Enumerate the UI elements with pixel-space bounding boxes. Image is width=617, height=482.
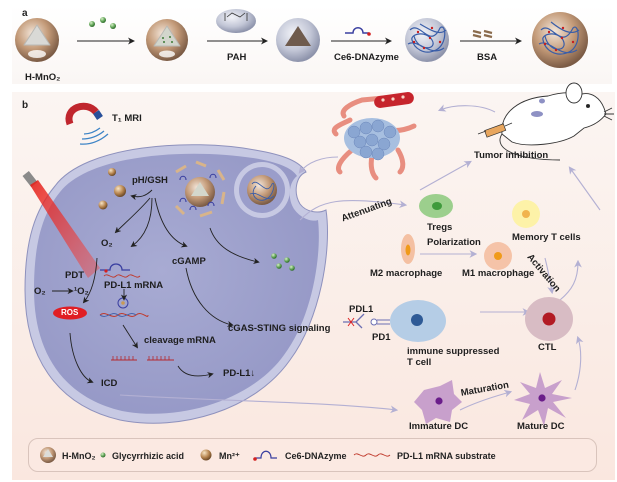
dnazyme-loaded-nanoparticle [405, 18, 449, 62]
immature-dc-cell [414, 380, 462, 424]
legend-label-glycyrrhizic-acid: Glycyrrhizic acid [112, 451, 185, 461]
ce6-dnazyme-icon [253, 450, 277, 461]
cleavage-mrna-label: cleavage mRNA [144, 335, 216, 346]
h-mno2-particle [15, 18, 59, 62]
pdl1-pd1-receptor [343, 313, 390, 329]
t1-mri-label: T₁ MRI [112, 113, 142, 124]
pah-polymer-icon [216, 9, 256, 33]
cgas-sting-label: cGAS-STING signaling [228, 323, 331, 334]
immune-suppressed-t-cell [390, 300, 446, 342]
m1-macrophage-cell [484, 242, 512, 270]
m2-macrophage-label: M2 macrophage [370, 268, 443, 279]
bsa-protein-icon [472, 29, 493, 39]
tumor-tissue [331, 92, 417, 181]
glycyrrhizic-acid-icon [100, 452, 106, 458]
cleaved-mrna-fragments [111, 356, 174, 361]
legend-label-h-mno2: H-MnO₂ [62, 451, 96, 461]
legend-label-mn2: Mn²⁺ [219, 451, 240, 461]
mature-dc-cell [514, 372, 572, 426]
ros-label: ROS [61, 308, 79, 317]
laser-beam [22, 171, 100, 278]
h-mno2-icon [40, 447, 56, 463]
cgamp-label: cGAMP [172, 256, 206, 267]
glycyrrhizic-acid-beads [89, 17, 116, 29]
immature-dc-label: Immature DC [409, 421, 469, 432]
bsa-label: BSA [477, 52, 498, 63]
ros-badge [53, 306, 87, 320]
nanoparticle-degrading [174, 160, 226, 218]
ce6-dnazyme-reagent-icon [345, 27, 371, 36]
cleavage-complex [99, 297, 149, 317]
ctl-cell [525, 297, 573, 341]
ph-gsh-label: pH/GSH [132, 175, 168, 186]
mn2-ion-icon [200, 449, 212, 461]
legend: H-MnO₂ Glycyrrhizic acid Mn²⁺ Ce6-DNAzym… [28, 438, 597, 472]
pd1-label: PD1 [372, 332, 391, 343]
ga-loaded-particle [146, 19, 188, 61]
m1-macrophage-label: M1 macrophage [462, 268, 535, 279]
suppressed-t-cell-label-1: immune suppressed [407, 346, 500, 357]
cancer-cell [24, 144, 328, 424]
immune-flow-arrows [119, 104, 601, 414]
ctl-label: CTL [538, 342, 557, 353]
pdl1-label: PDL1 [349, 304, 374, 315]
pd-l1-mrna-label: PD-L1 mRNA [104, 280, 164, 291]
legend-icons [40, 447, 391, 463]
pdt-label: PDT [65, 270, 84, 281]
tumor-inhibition-label: Tumor inhibition [474, 150, 549, 161]
o2-reactant-label: O₂ [34, 286, 46, 297]
ce6-dnazyme-label: Ce6-DNAzyme [334, 52, 399, 63]
icd-label: ICD [101, 378, 118, 389]
magnet-icon [65, 102, 109, 145]
pd-l1-mrna-substrate-icon [353, 453, 391, 457]
panel-a-letter: a [22, 8, 28, 19]
final-nanoparticle [532, 12, 588, 68]
mouse-illustration [499, 82, 614, 161]
glycyrrhizic-acid-released [271, 253, 295, 271]
pd-l1-down-label: PD-L1↓ [223, 368, 256, 379]
mn2-ions [98, 168, 126, 210]
m2-macrophage-cell [401, 234, 415, 264]
o2-label: O₂ [101, 238, 113, 249]
pah-label: PAH [227, 52, 247, 63]
suppressed-t-cell-label-2: T cell [407, 357, 432, 368]
h-mno2-label: H-MnO₂ [25, 72, 61, 83]
treg-cell [419, 194, 453, 218]
memory-t-cells-label: Memory T cells [512, 232, 581, 243]
cell-pathway-arrows [52, 189, 260, 384]
mature-dc-label: Mature DC [517, 421, 565, 432]
pah-coated-particle [276, 18, 320, 62]
tregs-label: Tregs [427, 222, 453, 233]
panel-b-letter: b [22, 100, 29, 111]
legend-label-ce6-dnazyme: Ce6-DNAzyme [285, 451, 347, 461]
polarization-label: Polarization [427, 237, 481, 248]
memory-t-cell [512, 200, 540, 228]
panel-a-scheme [15, 9, 588, 68]
syringe-icon [477, 122, 513, 138]
dnazyme-mrna-complex [100, 263, 141, 278]
singlet-oxygen-label: ¹O₂ [74, 286, 89, 297]
legend-label-pd-l1-mrna-substrate: PD-L1 mRNA substrate [397, 451, 496, 461]
